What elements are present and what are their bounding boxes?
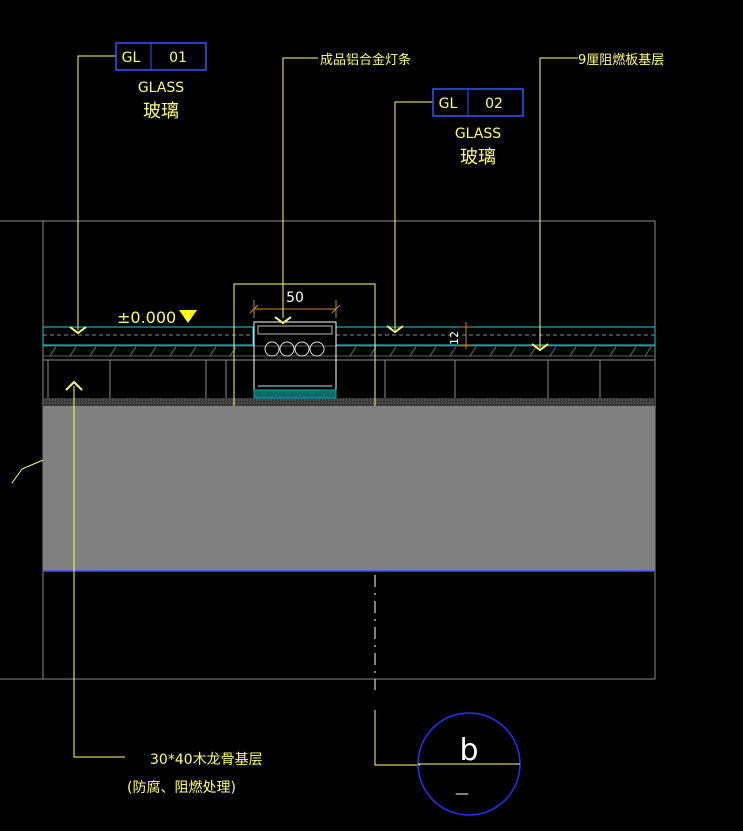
- tag-01-num: 01: [169, 50, 187, 66]
- wood-keel-frame: [43, 359, 655, 398]
- section-sheet: —: [455, 786, 469, 802]
- tag-01-code: GL: [122, 50, 141, 66]
- level-triangle: [179, 310, 197, 323]
- section-letter: b: [459, 733, 478, 768]
- tag-02-num: 02: [485, 96, 503, 112]
- leader-arrowheads: [65, 316, 549, 391]
- light-strip-housing: [233, 283, 376, 406]
- tag-gl-02: [432, 88, 524, 117]
- tag-gl-01: [115, 42, 207, 71]
- tag-01-material-en: GLASS: [138, 80, 184, 96]
- glass-layer-left: [42, 326, 254, 346]
- concrete-slab: [43, 406, 655, 571]
- fire-board-layer: [43, 345, 655, 357]
- light-strip-profile: [253, 321, 337, 399]
- tag-01-material-cn: 玻璃: [143, 101, 179, 122]
- dimension-height: [460, 322, 472, 349]
- callout-fire-board: 9厘阻燃板基层: [578, 52, 664, 68]
- level-label: ±0.000: [117, 308, 176, 327]
- dimension-height-label: 12: [448, 331, 461, 345]
- glass-layer-right: [335, 326, 656, 346]
- tag-02-material-en: GLASS: [455, 126, 501, 142]
- dimension-width: [249, 300, 341, 318]
- screed-layer: [43, 398, 655, 406]
- callout-light-strip: 成品铝合金灯条: [320, 52, 411, 68]
- callout-wood-keel-line1: 30*40木龙骨基层: [150, 751, 263, 768]
- section-symbol: [417, 712, 521, 816]
- break-mark: [11, 459, 44, 484]
- dimension-width-label: 50: [286, 290, 304, 306]
- tag-02-material-cn: 玻璃: [460, 147, 496, 168]
- callout-wood-keel-line2: (防腐、阻燃处理): [127, 779, 236, 796]
- tag-02-code: GL: [439, 96, 458, 112]
- leader-lines: [73, 55, 578, 766]
